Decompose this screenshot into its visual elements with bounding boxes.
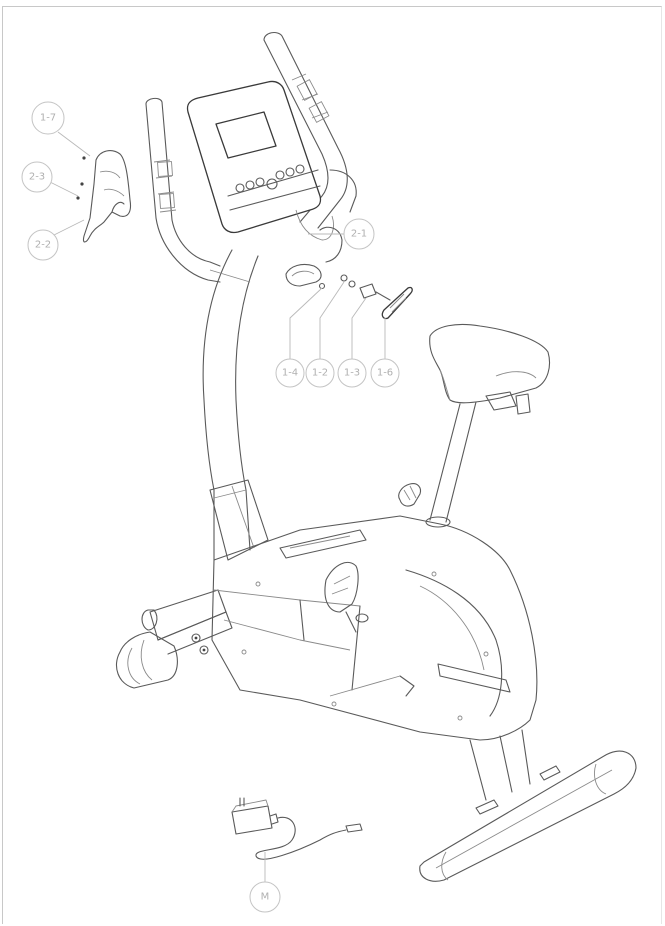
callout-1-7: 1-7 (31, 101, 65, 135)
callout-label: 2-2 (35, 240, 51, 251)
callout-label: 1-6 (377, 368, 393, 379)
callout-label: 1-4 (282, 368, 298, 379)
callout-2-1: 2-1 (343, 218, 375, 250)
tension-knob (398, 483, 422, 507)
callout-label: 1-7 (40, 113, 56, 124)
upright-post (202, 249, 269, 561)
seat (429, 323, 551, 415)
handlebar (145, 31, 357, 283)
drawing-border (2, 6, 662, 924)
callout-1-6: 1-6 (370, 358, 400, 388)
pedal (324, 562, 369, 633)
callout-1-3: 1-3 (337, 358, 367, 388)
callout-m: M (249, 881, 281, 913)
callout-1-4: 1-4 (275, 358, 305, 388)
callout-2-2: 2-2 (27, 229, 59, 261)
front-stabilizer (419, 729, 637, 882)
pedal-exploded (285, 263, 413, 320)
leader-lines (49, 131, 386, 882)
callout-label: 1-2 (312, 368, 328, 379)
seat-post (425, 401, 477, 528)
callout-label: M (261, 892, 270, 903)
ac-adapter (231, 797, 363, 860)
rear-stabilizer (116, 589, 233, 689)
callout-2-3: 2-3 (21, 161, 53, 193)
callout-1-2: 1-2 (305, 358, 335, 388)
callout-label: 1-3 (344, 368, 360, 379)
console (186, 80, 343, 263)
main-frame (211, 515, 538, 741)
callout-label: 2-3 (29, 172, 45, 183)
bottle-holder (76, 150, 132, 243)
callout-label: 2-1 (351, 229, 367, 240)
